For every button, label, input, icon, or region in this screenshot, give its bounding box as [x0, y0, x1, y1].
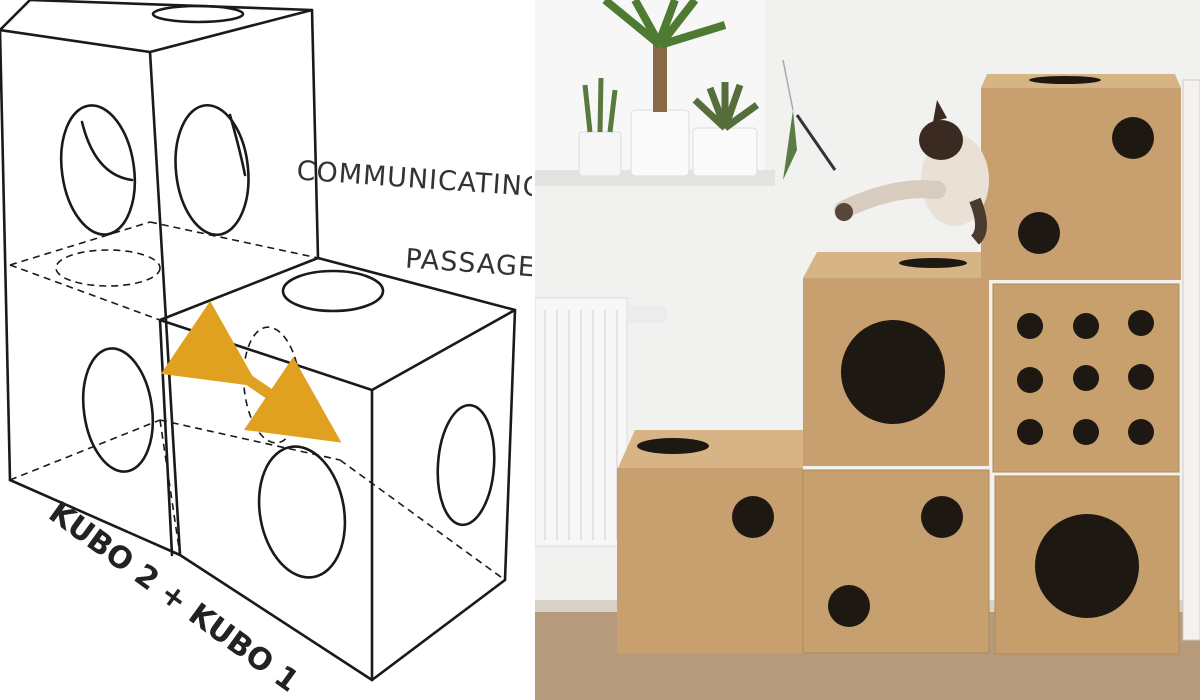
tower-top-hole — [151, 4, 245, 24]
cube-bottom-right-edge — [370, 578, 507, 682]
kubo-label: KUBO 2 + KUBO 1 — [42, 495, 305, 699]
annotation-line-1: COMMUNICATING — [296, 155, 532, 203]
feather-toy — [783, 110, 797, 180]
cube-side-hole — [436, 403, 496, 527]
tower-hole-3 — [81, 347, 155, 473]
tower-hole-1 — [59, 104, 137, 236]
cardboard-boxes — [617, 74, 1181, 655]
plants — [578, 0, 760, 177]
kubo-diagram: COMMUNICATING PASSAGE KUBO 2 + KUBO 1 — [0, 0, 532, 700]
tower-hole-2 — [174, 103, 250, 237]
cat-photo — [535, 0, 1200, 700]
tower-hole-2-inner — [228, 113, 247, 177]
tower-front-edge — [148, 50, 182, 557]
tower-left-edge — [0, 28, 12, 482]
passage-arrow — [160, 300, 342, 443]
annotation-line-2: PASSAGE — [404, 243, 532, 283]
cat-photo-panel — [535, 0, 1200, 700]
radiator — [535, 297, 667, 547]
cube-front-hole — [257, 445, 347, 579]
tower-bottom-edge — [8, 478, 182, 557]
tower-right-edge — [310, 8, 320, 260]
panel-divider — [532, 0, 535, 700]
cube-top-hole — [281, 269, 385, 313]
tower-outline — [0, 0, 314, 54]
tower-hole-1-inner — [80, 120, 134, 182]
cube-bottom-left-edge — [178, 553, 374, 682]
cat — [834, 100, 989, 245]
cube-right-edge — [503, 308, 517, 582]
kubo-diagram-panel: COMMUNICATING PASSAGE KUBO 2 + KUBO 1 — [0, 0, 532, 700]
